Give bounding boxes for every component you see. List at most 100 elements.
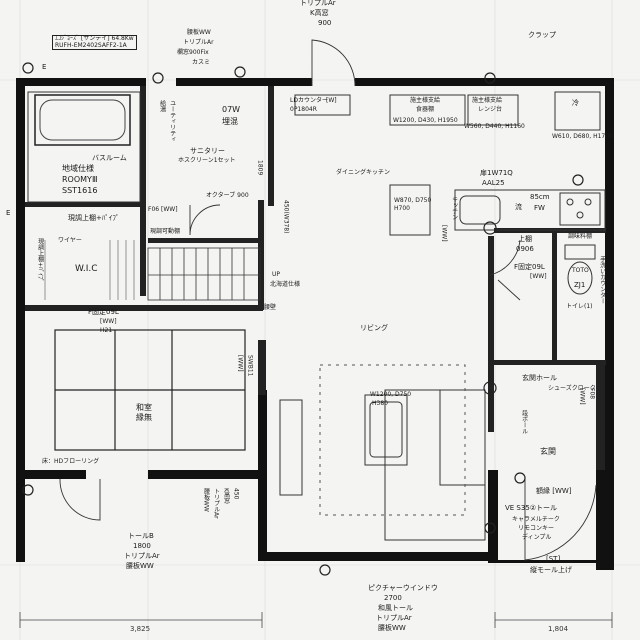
ww-washitsu: [WW] [236, 355, 244, 372]
bath-spec-3: SST1616 [62, 186, 98, 195]
ldk-ww: [W] [326, 97, 337, 104]
wic-shelves [44, 240, 135, 300]
shokki-1: 施主様支給 [410, 97, 441, 104]
window-mid-1: 腰板WW [202, 488, 210, 512]
f-kotei-right: F固定09L [514, 263, 545, 271]
aal-label: 扉1W71Q [480, 169, 513, 177]
waiya-label: ワイヤー [58, 237, 82, 244]
rug-outline [319, 364, 466, 516]
sanitary-label: サニタリー [190, 147, 225, 155]
fridge-dim: W610, D680, H1700 [552, 133, 613, 140]
kitchen-ww: [WW] [440, 225, 448, 242]
ldk-counter: LDカウンター [290, 97, 328, 104]
window-left-3: トリプルAr [124, 552, 160, 560]
tatami-grid [54, 329, 246, 451]
bathroom-label: バスルーム [92, 154, 127, 162]
washroom-bury: 埋混 [222, 117, 238, 126]
sofa-table-h: H380 [372, 400, 388, 407]
shokki-3: W1200, D430, H1950 [393, 117, 458, 124]
door-spec-1: VE S35②トール [505, 504, 558, 512]
sanitary-subtitle: ホスクリーン1セット [178, 157, 236, 164]
hokkaido-label: 北海道仕様 [270, 281, 301, 288]
aal-sub: AAL25 [482, 179, 505, 187]
toto-label: TOTO [572, 267, 589, 274]
vertical-label-2: ユーティリティ [168, 100, 176, 142]
bath-spec-2: ROOMYⅢ [62, 175, 98, 184]
f08-label: F08 [588, 388, 596, 400]
koshikabe-label: 腰壁 [264, 304, 277, 311]
zj1-label: ZJ1 [574, 281, 586, 289]
spec-line-1: ｴｺｼﾞｮｰｽﾞ [サンテイ] 64.8Kw [55, 35, 134, 42]
bath-window-1: 腰板WW [187, 29, 211, 36]
window-mid-3: K高窓 [222, 488, 230, 504]
staircase [147, 247, 261, 301]
shokki-2: 食器棚 [416, 106, 435, 113]
danbo-label: 段ボール [520, 410, 528, 434]
picture-window-5: 腰板WW [378, 624, 406, 632]
outer-walls [16, 78, 614, 570]
ww-f08-label: [WW] [578, 388, 586, 405]
column-markers [22, 62, 584, 576]
swb-label: SWB11 [246, 355, 254, 377]
table-h: H700 [394, 205, 410, 212]
chomiryo-label: 調味料棚 [568, 233, 593, 240]
kitchen-units [294, 91, 606, 236]
spec-line-2: RUFH-EM2402SAFF2-1A [55, 41, 127, 49]
window-left-4: 腰板WW [126, 562, 154, 570]
genkan-hall-label: 玄関ホール [522, 374, 557, 382]
okutaapu-label: オクターブ 900 [206, 192, 249, 199]
picture-window-2: 2700 [384, 594, 402, 602]
vertical-label-1: 給湯 [158, 100, 166, 112]
bath-window-2: トリプルAr [183, 39, 214, 46]
door-spec-2: キャラメルチーク [512, 516, 560, 523]
window-mid-4: 450 [232, 488, 240, 500]
door-spec-3: リモコンキー [518, 525, 555, 532]
genkan-label: 玄関 [540, 447, 556, 456]
washitsu-subtitle: 縁無 [136, 413, 152, 422]
washroom-07w: 07W [222, 105, 241, 114]
picture-window-1: ピクチャーウインドウ [368, 584, 438, 592]
f-kotei-left: F固定09L [88, 308, 119, 316]
picture-window-4: トリプルAr [376, 614, 412, 622]
living-furniture [279, 389, 486, 541]
dining-label: ダイニングキッチン [336, 169, 391, 176]
ldk-counter-code: 0P1804R [290, 106, 317, 113]
stairs-up: UP [272, 271, 281, 278]
living-label: リビング [360, 324, 388, 332]
window-left-1: トールB [128, 532, 154, 540]
interior-walls [25, 86, 606, 470]
dim-450: 450(W378) [282, 200, 290, 234]
range-1: 施主様支給 [472, 97, 503, 104]
door-spec-4: ディンプル [522, 534, 552, 541]
dim-bottom-left: 3,825 [130, 625, 151, 633]
st-label: [ST] [546, 555, 561, 563]
dim-bottom-right: 1,804 [548, 625, 569, 633]
uebana-label: 上棚 [518, 235, 532, 243]
bath-window-3: 欄窓900Fix [177, 49, 209, 56]
dimension-lines [19, 612, 613, 628]
genba-kagou-label: 現調可動棚 [150, 228, 181, 235]
toilet-icon [564, 244, 596, 295]
h21-label: H21 [100, 327, 113, 334]
window-mid-2: トリプルAr [212, 488, 220, 519]
fridge-label: 冷 [572, 99, 579, 107]
f06-label: F06 [WW] [148, 206, 178, 213]
ww-left: [WW] [100, 318, 117, 325]
toilet-label: トイレ(1) [566, 303, 593, 310]
shoes-label: シューズクローク [548, 385, 596, 392]
clap-label: クラップ [528, 31, 556, 39]
e-mark-top: E [42, 63, 47, 71]
top-window-glass: トリプルAr [300, 0, 336, 7]
window-left-2: 1800 [133, 542, 151, 550]
spec-box: ｴｺｼﾞｮｰｽﾞ [サンテイ] 64.8Kw RUFH-EM2402SAFF2-… [52, 35, 137, 51]
washitsu-label: 和室 [136, 403, 152, 412]
top-window-width: 900 [318, 19, 332, 27]
wic-label: W.I.C [75, 264, 98, 274]
bath-spec-1: 地域仕様 [62, 164, 94, 173]
range-3: W560, D440, H1160 [464, 123, 525, 130]
dim-1809: 1809 [256, 160, 264, 176]
ww-right: [WW] [530, 273, 547, 280]
door-swings [59, 39, 597, 561]
